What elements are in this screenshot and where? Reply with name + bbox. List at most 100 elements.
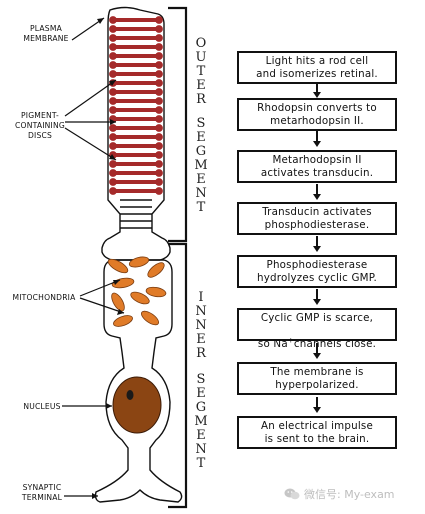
pigment-disc-end <box>155 115 163 123</box>
flow-step-line2-post: channels close. <box>293 337 377 350</box>
pigment-disc-end <box>109 16 117 24</box>
inner-letter: T <box>196 456 206 471</box>
pigment-discs-label: PIGMENT- CONTAINING DISCS <box>13 111 67 141</box>
flow-step: Rhodopsin converts to metarhodopsin II. <box>237 98 397 131</box>
pigment-disc-end <box>155 142 163 150</box>
pigment-disc-end <box>109 187 117 195</box>
flow-step: The membrane is hyperpolarized. <box>237 362 397 395</box>
pigment-disc-end <box>109 61 117 69</box>
flow-arrow-icon <box>311 131 323 148</box>
mitochondrion <box>128 256 150 268</box>
outer-letter: S <box>196 116 206 131</box>
flow-step-text: Rhodopsin converts to metarhodopsin II. <box>257 101 377 127</box>
pigment-disc-end <box>109 124 117 132</box>
outer-letter: U <box>195 50 207 65</box>
pigment-disc-end <box>155 160 163 168</box>
inner-letter: E <box>196 428 206 443</box>
outer-letter: O <box>195 36 207 51</box>
inner-letter: G <box>195 400 207 415</box>
pigment-disc-end <box>155 16 163 24</box>
inner-letter: E <box>196 332 206 347</box>
synaptic-terminal-label-line2: TERMINAL <box>21 493 63 502</box>
flow-arrow-icon <box>311 397 323 414</box>
pigment-disc-end <box>109 169 117 177</box>
plasma-membrane-label-line1: PLASMA <box>30 24 62 33</box>
pigment-disc-end <box>155 61 163 69</box>
flow-step-text: An electrical impulse is sent to the bra… <box>261 419 373 445</box>
sodium-charge: + <box>287 336 294 345</box>
flow-arrow-icon <box>311 289 323 306</box>
pigment-disc-end <box>109 70 117 78</box>
outer-segment-outline <box>101 6 171 261</box>
pigment-disc-end <box>109 43 117 51</box>
synaptic-terminal-label-line1: SYNAPTIC <box>22 483 62 492</box>
flow-step-text: Metarhodopsin II activates transducin. <box>260 153 374 179</box>
flow-step: Phosphodiesterase hydrolyzes cyclic GMP. <box>237 255 397 288</box>
watermark: 微信号: My-exam <box>284 485 395 503</box>
inner-letter: N <box>195 304 207 319</box>
pigment-disc-end <box>109 88 117 96</box>
inner-letter: N <box>195 442 207 457</box>
pigment-disc-end <box>155 151 163 159</box>
pigment-disc-end <box>155 124 163 132</box>
mitochondrion <box>145 286 167 298</box>
inner-letter: R <box>196 346 206 361</box>
outer-letter: M <box>194 158 208 173</box>
inner-letter: E <box>196 386 206 401</box>
pigment-disc-end <box>109 97 117 105</box>
outer-letter: T <box>196 200 206 215</box>
pigment-discs-label-line2: CONTAINING <box>15 121 65 130</box>
outer-letter: R <box>196 92 206 107</box>
mitochondria-pointer-2 <box>79 297 125 314</box>
mitochondria-pointer-1 <box>79 279 121 297</box>
outer-letter: N <box>195 186 207 201</box>
flow-step: Cyclic GMP is scarce, so Na+channels clo… <box>237 308 397 350</box>
pigment-disc-end <box>155 187 163 195</box>
pigment-disc-end <box>155 43 163 51</box>
flow-step: Transducin activates phosphodiesterase. <box>237 202 397 235</box>
pigment-disc-end <box>155 70 163 78</box>
flow-arrow-icon <box>311 82 323 99</box>
flow-arrow-icon <box>311 184 323 201</box>
outer-letter: E <box>196 130 206 145</box>
inner-segment-outline <box>94 259 183 503</box>
pigment-disc-end <box>155 88 163 96</box>
inner-letter: M <box>194 414 208 429</box>
plasma-membrane-label-line2: MEMBRANE <box>23 34 69 43</box>
inner-segment-bracket <box>168 242 188 509</box>
mitochondrion <box>141 310 159 326</box>
outer-letter: E <box>196 78 206 93</box>
mitochondrion <box>111 292 125 312</box>
pigment-disc-end <box>109 133 117 141</box>
pigment-disc-end <box>155 106 163 114</box>
pigment-containing-discs <box>109 16 163 195</box>
pigment-disc-end <box>155 52 163 60</box>
mitochondrion <box>130 291 150 305</box>
wechat-icon <box>284 488 300 500</box>
mitochondrion <box>147 262 165 278</box>
synaptic-terminal-label: SYNAPTIC TERMINAL <box>18 483 66 503</box>
mitochondrion <box>107 258 129 274</box>
pigment-disc-end <box>155 25 163 33</box>
nucleus-label: NUCLEUS <box>23 402 61 411</box>
mitochondrion <box>113 315 133 327</box>
pigment-disc-end <box>155 169 163 177</box>
flow-step-line1: Cyclic GMP is scarce, <box>260 311 374 324</box>
flow-step-text: Phosphodiesterase hydrolyzes cyclic GMP. <box>256 258 377 284</box>
plasma-membrane-label: PLASMA MEMBRANE <box>20 24 72 44</box>
pigment-disc-end <box>155 178 163 186</box>
mitochondria-label: MITOCHONDRIA <box>12 293 76 302</box>
flow-step-text: The membrane is hyperpolarized. <box>270 365 364 391</box>
pigment-disc-end <box>155 133 163 141</box>
flow-arrow-icon <box>311 343 323 360</box>
pigment-disc-end <box>155 79 163 87</box>
pigment-disc-end <box>109 106 117 114</box>
pigment-discs-label-line1: PIGMENT- <box>20 111 59 120</box>
pigment-disc-end <box>109 160 117 168</box>
flow-step-line2-pre: so Na <box>257 337 288 350</box>
pigment-pointer-3 <box>64 127 117 161</box>
outer-letter: G <box>195 144 207 159</box>
flow-arrow-icon <box>311 236 323 253</box>
